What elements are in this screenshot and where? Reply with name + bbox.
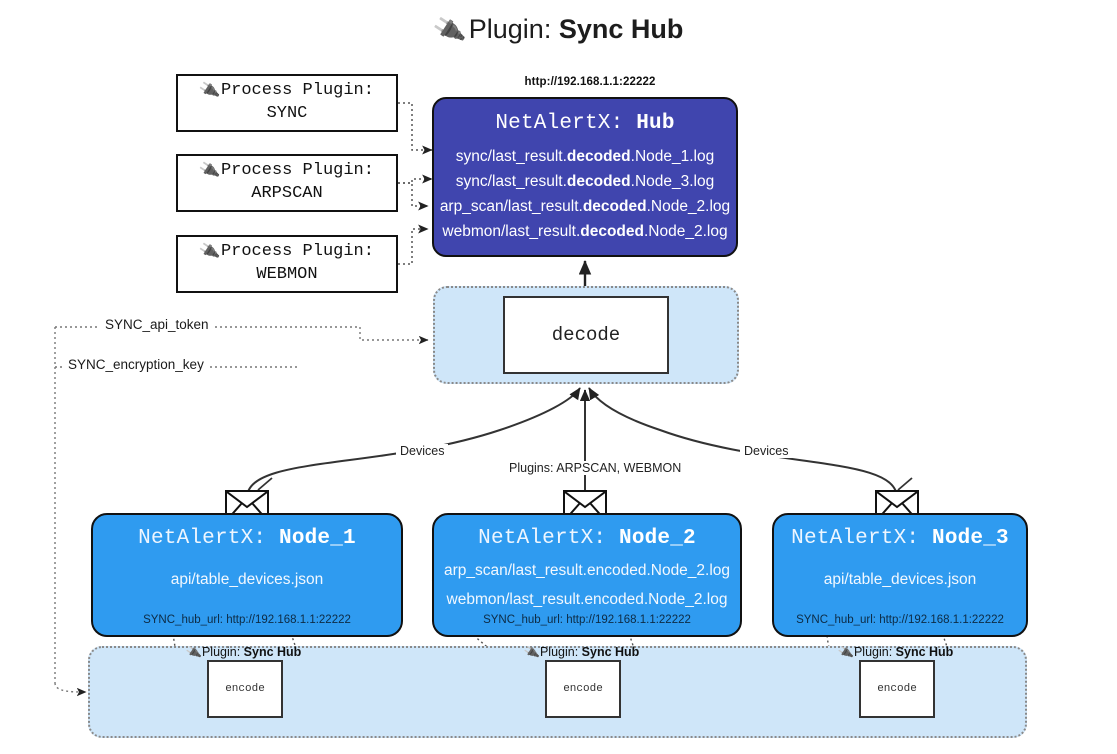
sync-encryption-key-label: SYNC_encryption_key <box>63 357 209 372</box>
hub-log-line: sync/last_result.decoded.Node_3.log <box>434 169 736 194</box>
node-hub-url: SYNC_hub_url: http://192.168.1.1:22222 <box>434 614 740 626</box>
hub-url-label: http://192.168.1.1:22222 <box>524 76 656 88</box>
node-hub-url-label: SYNC_hub_url: <box>483 614 563 626</box>
encoder-name: Sync Hub <box>243 645 302 659</box>
node-name: Node_1 <box>279 527 356 550</box>
log-pre: sync/last_result. <box>455 173 567 191</box>
hub-log-line: arp_scan/last_result.decoded.Node_2.log <box>434 194 736 219</box>
hub-log-line: webmon/last_result.decoded.Node_2.log <box>434 219 736 244</box>
node-app: NetAlertX: <box>791 527 920 550</box>
process-plugin-heading: Process Plugin: <box>220 161 374 181</box>
node-app: NetAlertX: <box>138 527 267 550</box>
plugins-label-center: Plugins: ARPSCAN, WEBMON <box>505 461 686 475</box>
process-plugin-name: SYNC <box>266 104 308 123</box>
encoder-name: Sync Hub <box>581 645 640 659</box>
node-title: NetAlertX: Node_1 <box>93 527 401 550</box>
encoder-prefix: Plugin: <box>853 645 893 659</box>
node-title: NetAlertX: Node_3 <box>774 527 1026 550</box>
process-plugin-heading: Process Plugin: <box>220 242 374 262</box>
hub-node[interactable]: NetAlertX: Hub sync/last_result.decoded.… <box>432 97 738 257</box>
node-3[interactable]: NetAlertX: Node_3 api/table_devices.json… <box>772 513 1028 637</box>
process-plugin-name: ARPSCAN <box>251 184 323 203</box>
plug-icon: 🔌 <box>184 643 203 661</box>
node-1[interactable]: NetAlertX: Node_1 api/table_devices.json… <box>91 513 403 637</box>
encode-box-3[interactable]: encode <box>859 660 935 718</box>
node1-to-decode-edge <box>246 387 581 499</box>
node-name: Node_2 <box>619 527 696 550</box>
plugin-to-hub-edges <box>398 102 433 265</box>
node-line: webmon/last_result.encoded.Node_2.log <box>446 591 728 609</box>
node-hub-url: SYNC_hub_url: http://192.168.1.1:22222 <box>774 614 1026 626</box>
node-2[interactable]: NetAlertX: Node_2 arp_scan/last_result.e… <box>432 513 742 637</box>
log-mid: decoded <box>566 148 631 165</box>
encoder-label-3: 🔌Plugin: Sync Hub <box>836 643 954 661</box>
log-post: .Node_2.log <box>646 198 731 216</box>
hub-log-list: sync/last_result.decoded.Node_1.log sync… <box>434 144 736 244</box>
log-mid: decoded <box>582 198 647 216</box>
page-title-name: Sync Hub <box>558 14 684 44</box>
node3-to-decode-edge <box>588 387 898 499</box>
encoder-prefix: Plugin: <box>539 645 579 659</box>
plug-icon: 🔌 <box>522 643 541 661</box>
log-pre: arp_scan/last_result. <box>439 198 583 216</box>
process-plugin-sync[interactable]: 🔌Process Plugin: SYNC <box>176 74 398 132</box>
devices-label-left: Devices <box>396 444 449 458</box>
node-line: arp_scan/last_result.encoded.Node_2.log <box>443 562 731 579</box>
node-title: NetAlertX: Node_2 <box>434 527 740 550</box>
log-pre: webmon/last_result. <box>442 223 581 241</box>
node-line: api/table_devices.json <box>823 571 977 588</box>
log-mid: decoded <box>580 223 644 241</box>
decode-box[interactable]: decode <box>503 296 669 374</box>
log-pre: sync/last_result. <box>455 148 567 165</box>
encoder-prefix: Plugin: <box>201 645 241 659</box>
page-title-prefix: Plugin: <box>468 14 552 44</box>
encoder-name: Sync Hub <box>895 645 954 659</box>
hub-title: NetAlertX: Hub <box>434 112 736 135</box>
node-hub-url-value: http://192.168.1.1:22222 <box>566 614 691 626</box>
node-line: api/table_devices.json <box>170 571 324 588</box>
encoder-label-1: 🔌Plugin: Sync Hub <box>184 643 302 661</box>
log-mid: decoded <box>566 173 631 191</box>
plug-icon: 🔌 <box>198 160 222 182</box>
node-hub-url: SYNC_hub_url: http://192.168.1.1:22222 <box>93 614 401 626</box>
node-hub-url-value: http://192.168.1.1:22222 <box>226 614 351 626</box>
page-title: 🔌Plugin: Sync Hub <box>0 13 1117 47</box>
plug-icon: 🔌 <box>836 643 855 661</box>
plug-icon: 🔌 <box>198 241 222 263</box>
node-hub-url-label: SYNC_hub_url: <box>143 614 223 626</box>
node-name: Node_3 <box>932 527 1009 550</box>
process-plugin-arpscan[interactable]: 🔌Process Plugin: ARPSCAN <box>176 154 398 212</box>
sync-api-token-label: SYNC_api_token <box>100 317 214 332</box>
process-plugin-webmon[interactable]: 🔌Process Plugin: WEBMON <box>176 235 398 293</box>
hub-name: Hub <box>636 112 675 135</box>
process-plugin-name: WEBMON <box>256 265 318 284</box>
plug-icon: 🔌 <box>430 13 468 47</box>
log-post: .Node_2.log <box>643 223 728 241</box>
node-hub-url-value: http://192.168.1.1:22222 <box>879 614 1004 626</box>
hub-log-line: sync/last_result.decoded.Node_1.log <box>434 144 736 169</box>
encode-box-2[interactable]: encode <box>545 660 621 718</box>
node-hub-url-label: SYNC_hub_url: <box>796 614 876 626</box>
process-plugin-heading: Process Plugin: <box>220 81 374 101</box>
envelope-stems <box>257 477 913 491</box>
node-app: NetAlertX: <box>478 527 607 550</box>
hub-app: NetAlertX: <box>495 112 624 135</box>
devices-label-right: Devices <box>740 444 793 458</box>
encoder-label-2: 🔌Plugin: Sync Hub <box>522 643 640 661</box>
encode-box-1[interactable]: encode <box>207 660 283 718</box>
plug-icon: 🔌 <box>198 80 222 102</box>
log-post: .Node_1.log <box>630 148 715 165</box>
log-post: .Node_3.log <box>630 173 715 191</box>
